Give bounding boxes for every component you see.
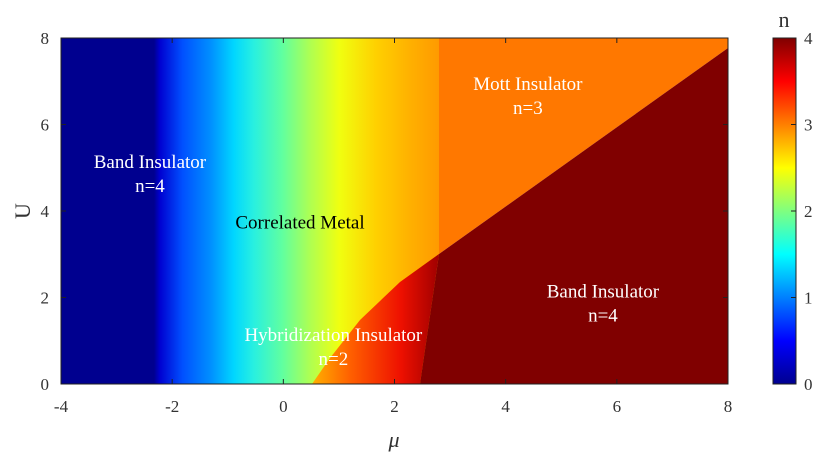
plot-area bbox=[61, 38, 728, 384]
x-axis-ticks: -4 -2 0 2 4 6 8 bbox=[54, 38, 732, 416]
region-label: Correlated Metal bbox=[235, 212, 364, 233]
region-sublabel: n=3 bbox=[513, 98, 543, 119]
region-label: Band Insulator bbox=[547, 282, 660, 303]
y-tick-label: 0 bbox=[41, 375, 50, 394]
colorbar-tick-label: 0 bbox=[804, 375, 813, 394]
colorbar: n 0 1 2 3 4 bbox=[772, 7, 813, 394]
colorbar-tick-label: 3 bbox=[804, 116, 813, 135]
region-label: Hybridization Insulator bbox=[244, 325, 422, 346]
y-tick-label: 6 bbox=[41, 116, 50, 135]
y-tick-label: 2 bbox=[41, 289, 50, 308]
x-tick-label: -2 bbox=[165, 397, 179, 416]
region-sublabel: n=4 bbox=[588, 306, 618, 327]
region-sublabel: n=2 bbox=[318, 349, 348, 370]
y-tick-label: 4 bbox=[41, 202, 50, 221]
region-sublabel: n=4 bbox=[135, 176, 165, 197]
colorbar-ticks: 0 1 2 3 4 bbox=[791, 29, 813, 394]
hybridization-region bbox=[312, 254, 439, 384]
x-tick-label: 6 bbox=[613, 397, 622, 416]
y-tick-label: 8 bbox=[41, 29, 50, 48]
y-axis-ticks: 0 2 4 6 8 bbox=[41, 29, 728, 394]
region-label: Mott Insulator bbox=[473, 74, 583, 95]
x-tick-label: 4 bbox=[501, 397, 510, 416]
x-tick-label: 2 bbox=[390, 397, 399, 416]
colorbar-label: n bbox=[779, 7, 790, 32]
colorbar-tick-label: 4 bbox=[804, 29, 813, 48]
region-label: Band Insulator bbox=[94, 152, 207, 173]
x-tick-label: 0 bbox=[279, 397, 288, 416]
colorbar-tick-label: 1 bbox=[804, 289, 813, 308]
x-axis-label: μ bbox=[387, 427, 399, 452]
x-tick-label: -4 bbox=[54, 397, 69, 416]
band-insulator-right-region bbox=[420, 48, 728, 384]
mott-insulator-region bbox=[439, 38, 728, 254]
band-insulator-left-region bbox=[61, 38, 154, 384]
x-tick-label: 8 bbox=[724, 397, 733, 416]
colorbar-tick-label: 2 bbox=[804, 202, 813, 221]
y-axis-label: U bbox=[10, 203, 35, 219]
